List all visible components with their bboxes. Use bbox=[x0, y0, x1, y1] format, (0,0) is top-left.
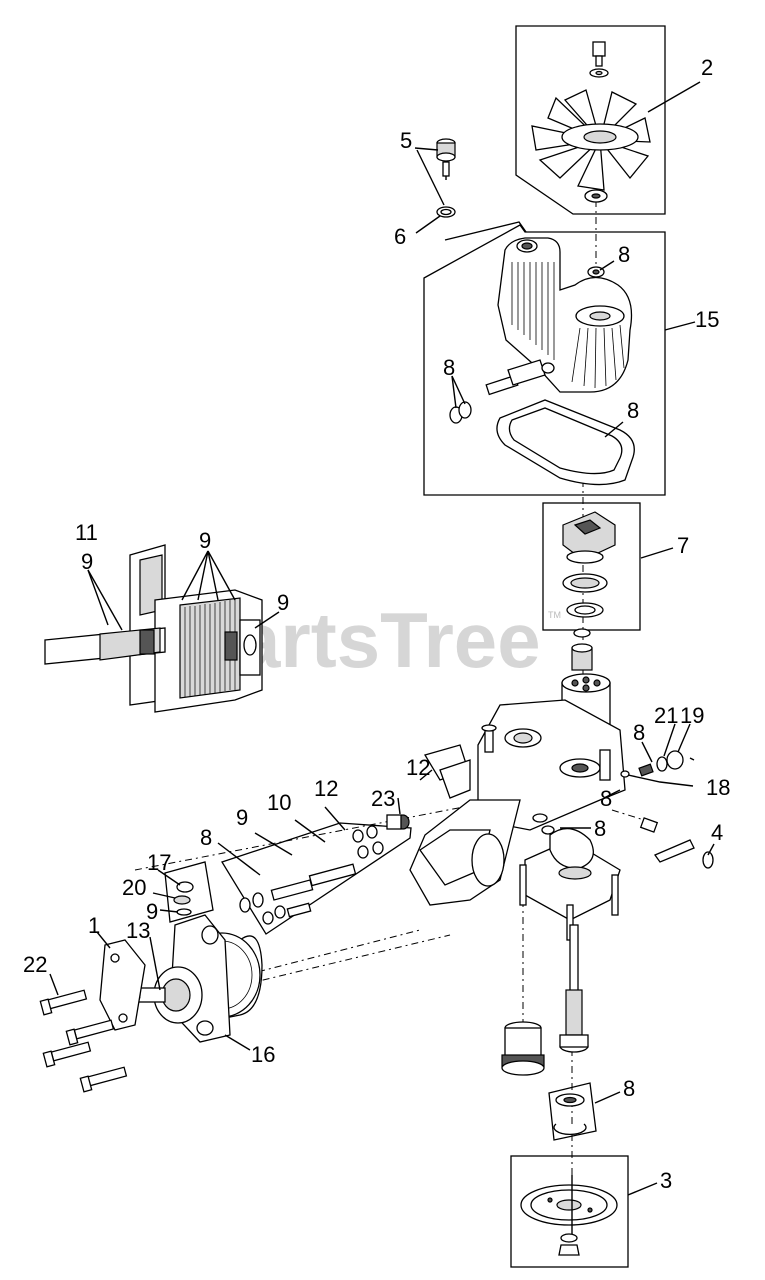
bearing-seal-group-box bbox=[548, 1082, 597, 1141]
callout-8: 8 bbox=[200, 825, 212, 850]
housing-group-box bbox=[423, 224, 666, 496]
transmission-housing-cover bbox=[449, 237, 635, 486]
callout-7: 7 bbox=[677, 533, 689, 558]
wheel-motor-assembly bbox=[99, 881, 263, 1043]
center-section bbox=[477, 699, 626, 835]
callout-12: 12 bbox=[314, 776, 338, 801]
plug-with-washer bbox=[436, 138, 456, 218]
housing-box-tab bbox=[444, 221, 527, 241]
input-pulley bbox=[520, 1175, 618, 1256]
fan-group-box bbox=[515, 25, 666, 215]
callout-21: 21 bbox=[654, 703, 678, 728]
group-boxes bbox=[164, 25, 666, 1268]
callout-12: 12 bbox=[406, 755, 430, 780]
callout-23: 23 bbox=[371, 786, 395, 811]
callout-19: 19 bbox=[680, 703, 704, 728]
callout-10: 10 bbox=[267, 790, 291, 815]
seal-group-box bbox=[164, 861, 214, 923]
callout-8: 8 bbox=[627, 398, 639, 423]
callout-labels: 2 5 6 8 15 8 8 7 11 9 9 9 8 21 19 18 12 … bbox=[23, 55, 730, 1193]
callout-8: 8 bbox=[633, 720, 645, 745]
callout-8: 8 bbox=[623, 1076, 635, 1101]
callout-9: 9 bbox=[81, 549, 93, 574]
callout-4: 4 bbox=[711, 820, 723, 845]
callout-9: 9 bbox=[277, 590, 289, 615]
bypass-valve bbox=[620, 750, 684, 778]
pulley-group-box bbox=[510, 1155, 629, 1268]
oil-filter bbox=[501, 1021, 545, 1076]
callout-9: 9 bbox=[146, 899, 158, 924]
callout-8: 8 bbox=[618, 242, 630, 267]
callout-11: 11 bbox=[75, 520, 98, 545]
callout-8: 8 bbox=[443, 355, 455, 380]
callout-13: 13 bbox=[126, 918, 150, 943]
callout-8: 8 bbox=[594, 816, 606, 841]
swashplate-bearing-stack bbox=[562, 511, 616, 618]
callout-6: 6 bbox=[394, 224, 406, 249]
callout-1: 1 bbox=[88, 913, 100, 938]
input-shaft bbox=[559, 924, 589, 1053]
valve-group-box bbox=[221, 822, 412, 935]
watermark-tm: TM bbox=[548, 610, 561, 620]
callout-18: 18 bbox=[706, 775, 730, 800]
callout-5: 5 bbox=[400, 128, 412, 153]
cooling-fan bbox=[531, 41, 651, 203]
check-valve-parts bbox=[239, 825, 384, 925]
callout-22: 22 bbox=[23, 952, 47, 977]
callout-15: 15 bbox=[695, 307, 719, 332]
control-arm bbox=[639, 817, 714, 869]
mounting-bolts bbox=[39, 989, 128, 1093]
callout-17: 17 bbox=[147, 850, 171, 875]
callout-16: 16 bbox=[251, 1042, 275, 1067]
callout-20: 20 bbox=[122, 875, 146, 900]
callout-9: 9 bbox=[199, 528, 211, 553]
callout-8: 8 bbox=[600, 786, 612, 811]
charge-pump-plate bbox=[519, 828, 621, 941]
motor-section-view bbox=[44, 544, 263, 713]
callout-9: 9 bbox=[236, 805, 248, 830]
callout-3: 3 bbox=[660, 1168, 672, 1193]
shaft-bearing-and-snap-ring bbox=[553, 1093, 587, 1136]
leader-lines bbox=[49, 81, 715, 1196]
motor-housing bbox=[386, 744, 521, 906]
bearing-group-box bbox=[542, 502, 641, 631]
callout-2: 2 bbox=[701, 55, 713, 80]
